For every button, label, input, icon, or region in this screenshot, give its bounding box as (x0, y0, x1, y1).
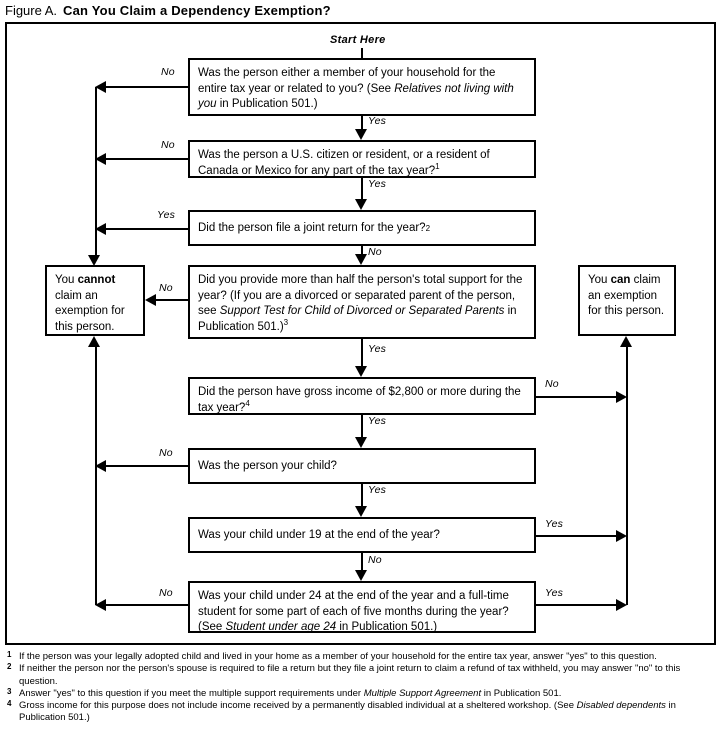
q3-yes-arrowhead (95, 223, 106, 235)
left-rail-lower (95, 347, 97, 605)
connector-start-to-q1 (361, 48, 363, 58)
edge-label-q4-no: No (159, 282, 173, 294)
edge-label-q4-yes: Yes (368, 343, 387, 355)
edge-label-q8-yes: Yes (545, 587, 564, 599)
figure-title-text: Can You Claim a Dependency Exemption? (63, 3, 331, 18)
footnote-4: 4 Gross income for this purpose does not… (5, 699, 717, 725)
q8-yes-arrowhead (616, 599, 627, 611)
q6-no-arrowhead (95, 460, 106, 472)
footnote-2-text: If neither the person nor the person's s… (19, 663, 681, 687)
connector-q2-no (101, 158, 188, 160)
figure-label: Figure A. (5, 3, 58, 18)
connector-q8-yes (536, 604, 621, 606)
edge-label-q2-no: No (161, 139, 175, 151)
q4-no-arrowhead (145, 294, 156, 306)
q1-yes-arrowhead (355, 129, 367, 140)
q5-no-arrowhead (616, 391, 627, 403)
left-rail-lower-arrowhead (88, 336, 100, 347)
question-box-gross-income[interactable]: Did the person have gross income of $2,8… (188, 377, 536, 415)
q2-yes-arrowhead (355, 199, 367, 210)
connector-q4-no (151, 299, 188, 301)
footnote-1-text: If the person was your legally adopted c… (19, 651, 657, 662)
edge-label-q5-yes: Yes (368, 415, 387, 427)
connector-q5-yes (361, 415, 363, 438)
footnote-1: 1 If the person was your legally adopted… (5, 650, 717, 663)
start-here-label: Start Here (330, 34, 386, 46)
question-box-child-under-19[interactable]: Was your child under 19 at the end of th… (188, 517, 536, 553)
footnote-3-marker: 3 (7, 686, 12, 696)
connector-q6-no (101, 465, 188, 467)
footnotes-list: 1 If the person was your legally adopted… (5, 650, 717, 725)
connector-q3-yes (101, 228, 188, 230)
connector-q7-yes (536, 535, 621, 537)
edge-label-q3-no: No (368, 246, 382, 258)
connector-q6-yes (361, 484, 363, 506)
edge-label-q3-yes: Yes (157, 209, 176, 221)
connector-q8-no (101, 604, 188, 606)
q4-yes-arrowhead (355, 366, 367, 377)
edge-label-q5-no: No (545, 378, 559, 390)
q3-no-arrowhead (355, 254, 367, 265)
result-box-cannot-claim[interactable]: You cannot claim an exemption for this p… (45, 265, 145, 336)
edge-label-q8-no: No (159, 587, 173, 599)
footnote-1-marker: 1 (7, 650, 12, 659)
edge-label-q1-yes: Yes (368, 115, 387, 127)
footnote-3-text: Answer "yes" to this question if you mee… (19, 687, 562, 699)
footnote-4-marker: 4 (7, 699, 12, 709)
footnote-2: 2 If neither the person nor the person's… (5, 662, 717, 688)
edge-label-q7-yes: Yes (545, 518, 564, 530)
edge-label-q2-yes: Yes (368, 178, 387, 190)
footnote-2-marker: 2 (7, 662, 12, 672)
question-box-household-or-related[interactable]: Was the person either a member of your h… (188, 58, 536, 116)
question-box-citizen-or-resident[interactable]: Was the person a U.S. citizen or residen… (188, 140, 536, 178)
right-rail (626, 347, 628, 605)
q6-yes-arrowhead (355, 506, 367, 517)
question-box-person-your-child[interactable]: Was the person your child? (188, 448, 536, 484)
question-box-child-under-24-student[interactable]: Was your child under 24 at the end of th… (188, 581, 536, 633)
left-rail-upper-arrowhead (88, 255, 100, 266)
q7-no-arrowhead (355, 570, 367, 581)
connector-q2-yes (361, 178, 363, 200)
edge-label-q7-no: No (368, 554, 382, 566)
result-box-can-claim[interactable]: You can claim an exemption for this pers… (578, 265, 676, 336)
question-box-joint-return[interactable]: Did the person file a joint return for t… (188, 210, 536, 246)
edge-label-q1-no: No (161, 66, 175, 78)
connector-q1-yes (361, 116, 363, 130)
page-title: Figure A. Can You Claim a Dependency Exem… (5, 3, 331, 19)
edge-label-q6-no: No (159, 447, 173, 459)
connector-q7-no (361, 553, 363, 571)
connector-q1-no (101, 86, 188, 88)
q1-no-arrowhead (95, 81, 106, 93)
connector-q4-yes (361, 339, 363, 367)
connector-q3-no (361, 246, 363, 255)
q7-yes-arrowhead (616, 530, 627, 542)
q5-yes-arrowhead (355, 437, 367, 448)
left-rail-upper (95, 87, 97, 259)
question-box-support-test[interactable]: Did you provide more than half the perso… (188, 265, 536, 339)
edge-label-q6-yes: Yes (368, 484, 387, 496)
connector-q5-no (536, 396, 621, 398)
q2-no-arrowhead (95, 153, 106, 165)
q8-no-arrowhead (95, 599, 106, 611)
footnote-3: 3 Answer "yes" to this question if you m… (5, 686, 717, 700)
right-rail-arrowhead (620, 336, 632, 347)
footnote-4-text: Gross income for this purpose does not i… (19, 700, 676, 724)
